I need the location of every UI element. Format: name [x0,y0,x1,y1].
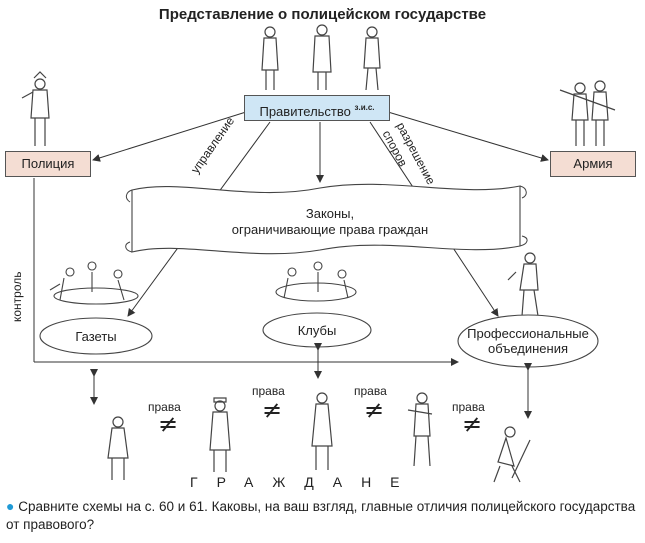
government-sup: з.и.с. [354,103,375,112]
control-label: контроль [10,271,24,322]
rights-label-2: права [252,384,285,398]
not-equal-3: ≠ [364,396,385,424]
army-box: Армия [550,151,636,177]
not-equal-1: ≠ [158,410,179,438]
rights-label-4: права [452,400,485,414]
officials-illustration [261,24,381,91]
newspapers-oval [39,317,153,355]
not-equal-4: ≠ [462,410,483,438]
laws-text: Законы, ограничивающие права граждан [150,206,510,238]
question-text: ● Сравните схемы на с. 60 и 61. Каковы, … [6,497,636,534]
arrow-gov-army [387,111,549,162]
citizen-figures-illustration [107,392,531,483]
citizens-label: ГРАЖДАНЕ [190,474,419,490]
laws-line-1: Законы, [305,206,355,221]
newspaper-readers-illustration [49,261,139,305]
government-label: Правительство [259,104,351,119]
soldiers-illustration [559,80,616,146]
government-box: Правительство з.и.с. [244,95,390,121]
arrow-gov-police [92,111,247,162]
rights-label-3: права [354,384,387,398]
not-equal-2: ≠ [262,396,283,424]
policeman-illustration [21,71,50,146]
police-box: Полиция [5,151,91,177]
club-members-illustration [275,261,357,302]
worker-illustration [507,252,539,317]
newspapers-label: Газеты [75,328,117,344]
clubs-label: Клубы [297,322,337,338]
prof-line-2: объединения [487,341,569,356]
question-body: Сравните схемы на с. 60 и 61. Каковы, на… [6,499,636,532]
rights-label-1: права [148,400,181,414]
prof-line-1: Профессиональные [467,326,589,341]
page-title: Представление о полицейском государстве [158,6,487,23]
bullet-icon: ● [6,498,15,514]
laws-line-2: ограничивающие права граждан [231,222,429,237]
prof-label: Профессиональные объединения [458,318,598,364]
